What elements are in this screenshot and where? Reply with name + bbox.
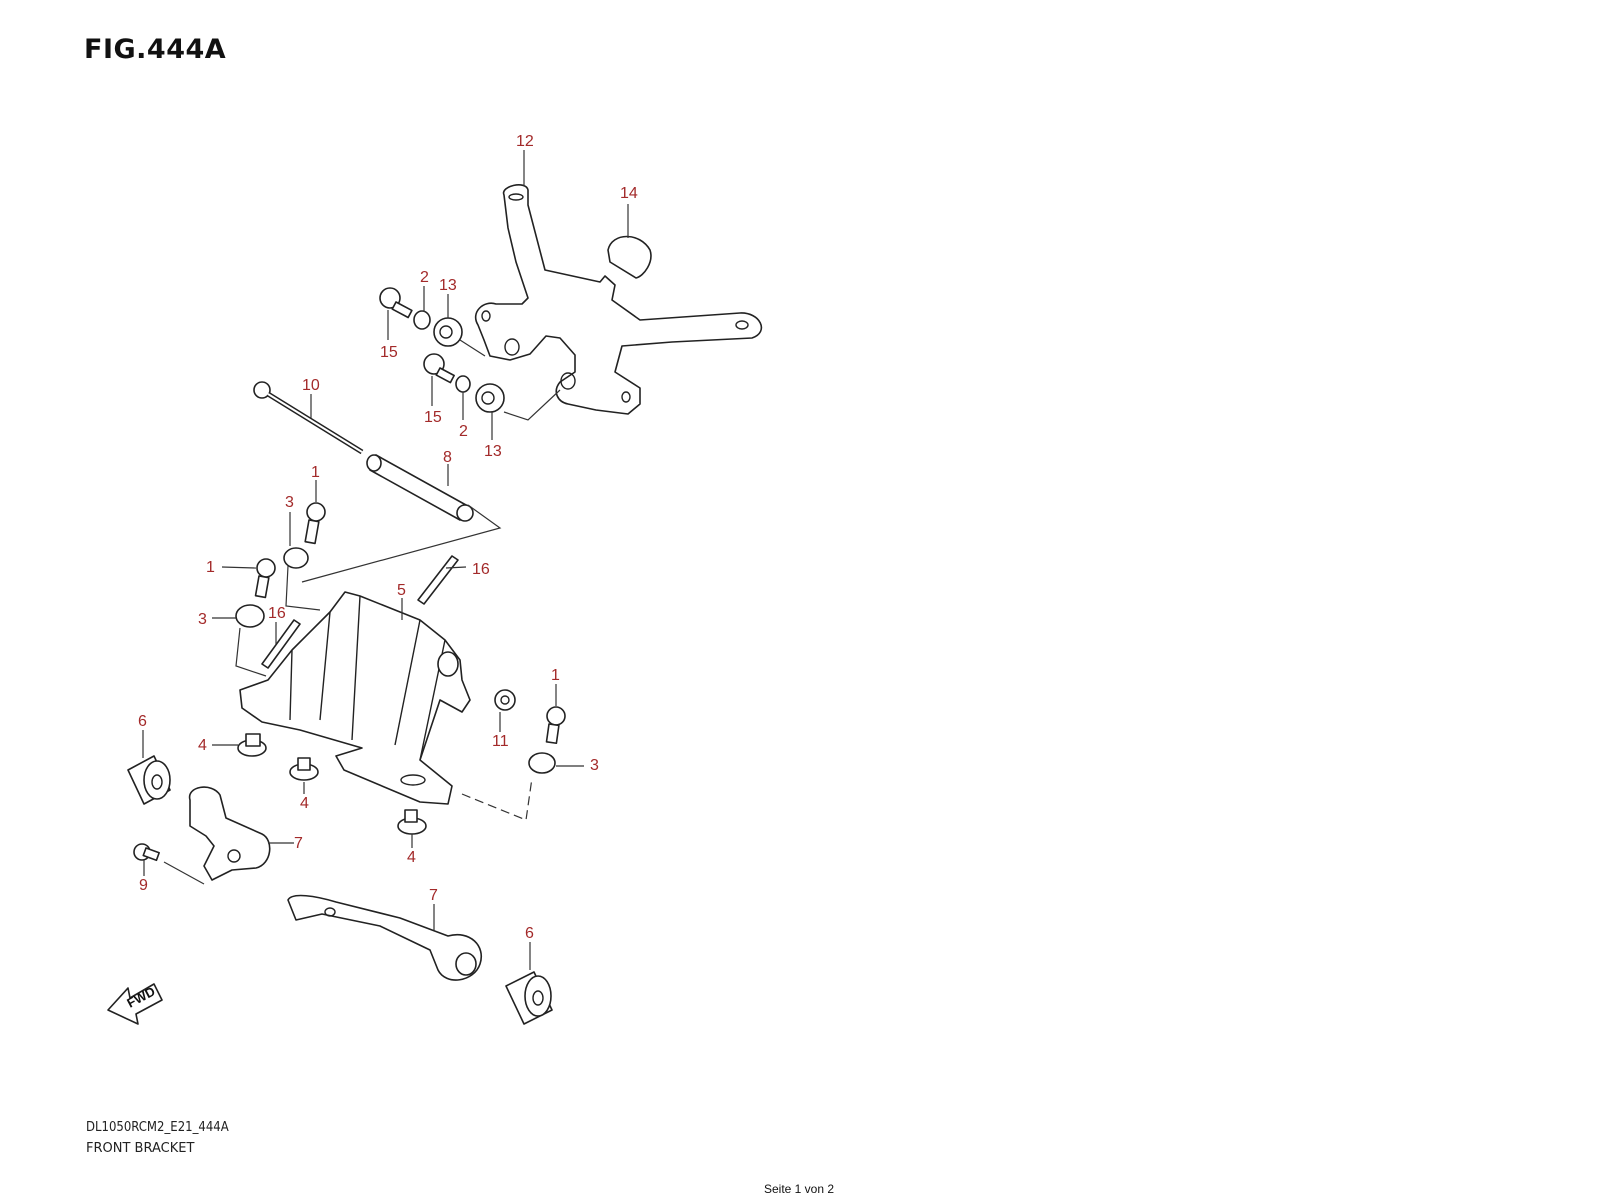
callout-6: 6 <box>138 713 147 730</box>
tube-part-8[interactable] <box>366 454 474 522</box>
grommet-part-13-lower[interactable] <box>475 383 505 413</box>
callout-3: 3 <box>198 611 207 628</box>
grommet-part-3-top[interactable] <box>283 547 309 569</box>
callout-1: 1 <box>311 464 320 481</box>
callout-4: 4 <box>407 849 416 866</box>
grommet-part-3-left[interactable] <box>235 604 265 628</box>
callout-13: 13 <box>439 277 457 294</box>
collar-part-4-left[interactable] <box>237 733 267 757</box>
bolt-part-15-upper[interactable] <box>379 287 413 319</box>
forward-direction-arrow-icon: FWD <box>107 983 163 1025</box>
callout-6: 6 <box>525 925 534 942</box>
callout-14: 14 <box>620 185 638 202</box>
bolt-part-9[interactable] <box>133 843 160 862</box>
bolt-part-15-lower[interactable] <box>423 353 455 384</box>
cap-part-14[interactable] <box>607 235 652 279</box>
callout-3: 3 <box>285 494 294 511</box>
callout-16: 16 <box>268 605 286 622</box>
callout-5: 5 <box>397 582 406 599</box>
callout-labels: 12 14 2 13 15 15 2 13 10 8 1 3 1 16 5 3 … <box>138 133 638 942</box>
callout-8: 8 <box>443 449 452 466</box>
grommet-part-3-right[interactable] <box>528 752 556 774</box>
callout-12: 12 <box>516 133 534 150</box>
grommet-part-13-upper[interactable] <box>433 317 463 347</box>
callout-16: 16 <box>472 561 490 578</box>
callout-13: 13 <box>484 443 502 460</box>
callout-4: 4 <box>198 737 207 754</box>
collar-part-2-upper[interactable] <box>413 310 431 330</box>
callout-15: 15 <box>380 344 398 361</box>
callout-2: 2 <box>420 269 429 286</box>
callout-9: 9 <box>139 877 148 894</box>
bushing-part-6-lower[interactable] <box>505 971 553 1025</box>
stay-part-7-upper[interactable] <box>189 786 271 881</box>
callout-10: 10 <box>302 377 320 394</box>
collar-part-4-lower[interactable] <box>397 809 427 835</box>
callout-4: 4 <box>300 795 309 812</box>
callout-1: 1 <box>206 559 215 576</box>
diagram-code: DL1050RCM2_E21_444A <box>86 1120 229 1135</box>
upper-bracket-part-12[interactable] <box>474 184 763 415</box>
bolt-part-1-top[interactable] <box>304 502 326 545</box>
bushing-part-6-upper[interactable] <box>127 755 171 805</box>
callout-15: 15 <box>424 409 442 426</box>
callout-11: 11 <box>492 733 509 750</box>
pin-part-16-left[interactable] <box>261 619 301 669</box>
long-bolt-part-10[interactable] <box>253 381 364 455</box>
callout-2: 2 <box>459 423 468 440</box>
callout-7: 7 <box>429 887 438 904</box>
collar-part-4-middle[interactable] <box>289 757 319 781</box>
bolt-part-1-right[interactable] <box>545 706 566 745</box>
diagram-name: FRONT BRACKET <box>86 1141 195 1156</box>
stay-part-7-lower[interactable] <box>287 894 483 981</box>
callout-7: 7 <box>294 835 303 852</box>
main-bracket-part-5[interactable] <box>239 591 471 805</box>
bolt-part-1-left[interactable] <box>254 558 276 599</box>
figure-title: FIG.444A <box>84 34 227 65</box>
callout-1: 1 <box>551 667 560 684</box>
nut-part-11[interactable] <box>494 689 516 711</box>
callout-leaders <box>142 150 629 970</box>
page-indicator: Seite 1 von 2 <box>763 1182 835 1196</box>
callout-3: 3 <box>590 757 599 774</box>
pin-part-16-right[interactable] <box>417 555 459 605</box>
collar-part-2-lower[interactable] <box>455 375 471 393</box>
